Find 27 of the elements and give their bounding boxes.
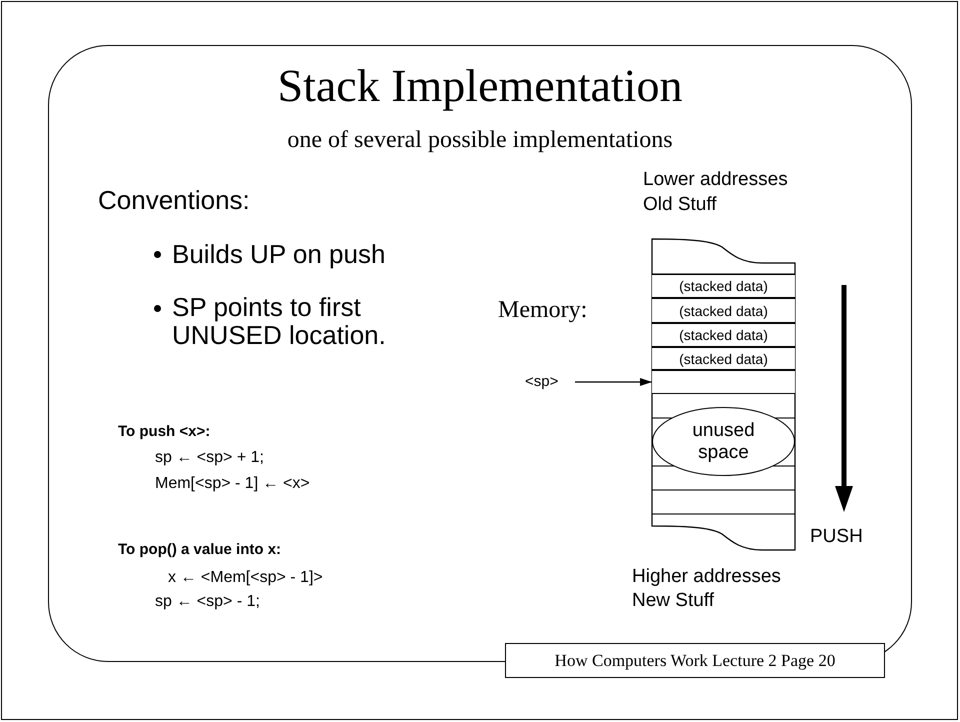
memory-stack [652,239,795,550]
stack-cell: (stacked data) [652,323,795,347]
section-heading: To pop() a value into x: [118,541,282,559]
annotation-text: New Stuff [632,589,714,613]
footer-box: How Computers Work Lecture 2 Page 20 [505,643,885,678]
code-line: sp ← <sp> - 1; [155,592,260,612]
stack-cell: (stacked data) [652,347,795,370]
slide-title: Stack Implementation [278,59,682,113]
bullet-text: SP points to first UNUSED location. [172,293,387,349]
code-line: Mem[<sp> - 1] ← <x> [155,474,310,494]
annotation-text: Old Stuff [643,193,717,217]
subtitle: one of several possible implementations [287,126,673,155]
pointer-label: <sp> [525,372,558,392]
push-label: PUSH [810,525,863,549]
code-line: sp ← <sp> + 1; [155,448,264,468]
code-line: x ← <Mem[<sp> - 1]> [168,568,323,588]
annotation-text: Lower addresses [643,168,788,192]
memory-row [652,370,795,394]
stack-cell: (stacked data) [652,298,795,323]
bullet-text: Builds UP on push [172,239,386,269]
annotation-text: Higher addresses [632,565,781,589]
unused-space-ellipse: unused space [652,407,795,476]
pointer-arrow [575,378,652,386]
heading-text: Conventions: [98,184,250,216]
section-heading: To push <x>: [118,423,210,441]
stack-cell: (stacked data) [652,274,795,298]
memory-label: Memory: [498,296,588,325]
